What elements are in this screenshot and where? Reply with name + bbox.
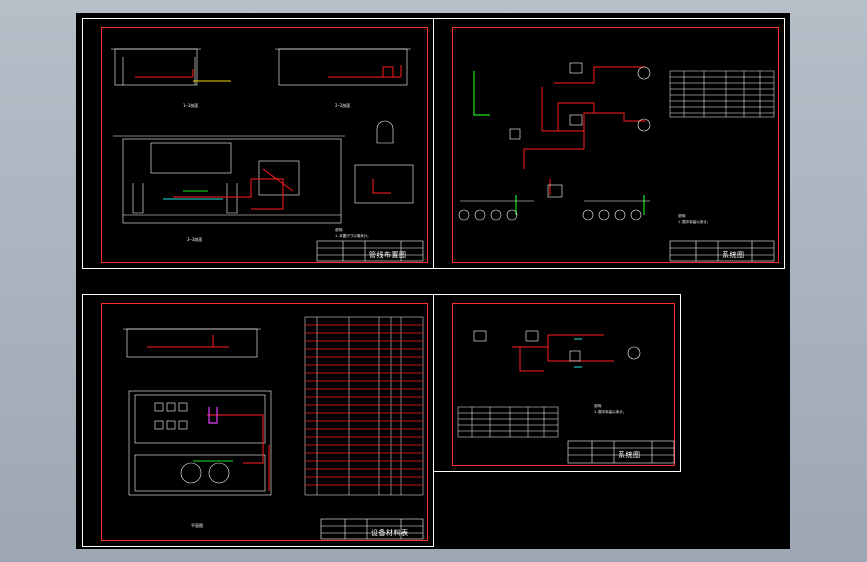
sheet-top-right[interactable]: 说明： 1.图中标高以米计。 系统图 xyxy=(433,18,785,269)
sheet-frame xyxy=(101,27,428,263)
sheet-top-left-drawing: 1—1剖面 2—2剖面 3—3剖面 xyxy=(111,48,424,262)
drawing-canvas[interactable]: 1—1剖面 2—2剖面 3—3剖面 xyxy=(76,13,790,549)
sheet-bottom-right-drawing: 说明： 1.图中标高以米计。 xyxy=(457,330,675,464)
svg-text:1.图中标高以米计。: 1.图中标高以米计。 xyxy=(678,219,710,224)
svg-text:说明：: 说明： xyxy=(335,227,346,232)
svg-text:1.本图尺寸以毫米计。: 1.本图尺寸以毫米计。 xyxy=(335,233,371,238)
svg-text:3—3剖面: 3—3剖面 xyxy=(187,236,202,242)
svg-text:平面图: 平面图 xyxy=(191,522,203,528)
sheet-bottom-left-drawing: 平面图 xyxy=(123,316,424,540)
title-block-label: 设备材料表 xyxy=(371,529,409,537)
title-block-label: 系统图 xyxy=(722,251,745,259)
sheet-top-right-drawing: 说明： 1.图中标高以米计。 xyxy=(458,62,775,262)
sheet-bottom-left[interactable]: 平面图 xyxy=(82,294,434,547)
svg-text:2—2剖面: 2—2剖面 xyxy=(335,102,350,108)
svg-text:说明：: 说明： xyxy=(678,213,689,218)
svg-text:1—1剖面: 1—1剖面 xyxy=(183,102,198,108)
sheet-frame xyxy=(101,303,428,541)
sheet-frame xyxy=(452,303,675,466)
sheet-bottom-right[interactable]: 说明： 1.图中标高以米计。 系统图 xyxy=(433,294,681,472)
svg-text:1.图中标高以米计。: 1.图中标高以米计。 xyxy=(594,409,626,414)
sheet-top-left[interactable]: 1—1剖面 2—2剖面 3—3剖面 xyxy=(82,18,434,269)
sheet-frame xyxy=(452,27,779,263)
svg-text:说明：: 说明： xyxy=(594,403,605,408)
title-block-label: 管线布置图 xyxy=(369,251,407,259)
title-block-label: 系统图 xyxy=(618,451,641,459)
